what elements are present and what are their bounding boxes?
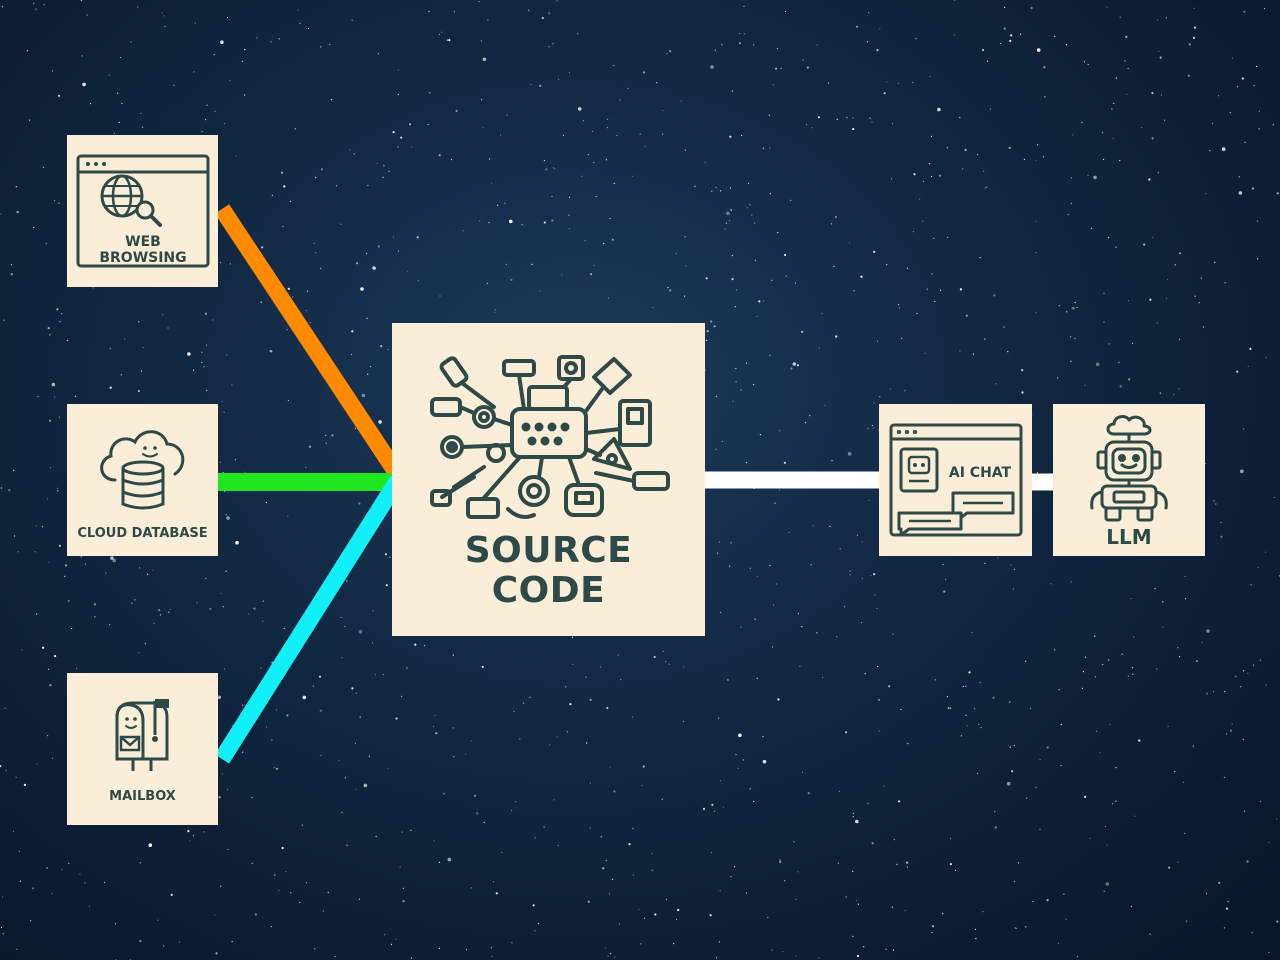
web-browsing-line2: BROWSING xyxy=(99,250,186,266)
llm-label: LLM xyxy=(1106,525,1152,549)
source-code-line2: CODE xyxy=(491,569,606,611)
llm-node: LLM xyxy=(1053,404,1205,556)
mailbox-icon xyxy=(115,698,169,771)
globe-search-icon: WEB BROWSING xyxy=(76,154,209,268)
source-code-node: SOURCE CODE xyxy=(392,323,705,636)
mailbox-label: MAILBOX xyxy=(109,788,176,804)
ai-chat-node: AI CHAT xyxy=(879,404,1032,556)
cloud-database-label: CLOUD DATABASE xyxy=(77,525,208,541)
robot-icon xyxy=(1090,415,1168,522)
link-web-to-source xyxy=(214,204,408,483)
connectors-cluster-icon xyxy=(429,354,670,519)
cloud-database-icon xyxy=(99,429,184,509)
chat-window-icon: AI CHAT xyxy=(889,423,1022,537)
web-browsing-node: WEB BROWSING xyxy=(67,135,218,287)
link-mail-to-source xyxy=(214,475,406,764)
mailbox-node: MAILBOX xyxy=(67,673,218,825)
ai-chat-label: AI CHAT xyxy=(948,465,1011,481)
source-code-line1: SOURCE xyxy=(464,529,633,571)
web-browsing-line1: WEB xyxy=(125,234,161,250)
cloud-database-node: CLOUD DATABASE xyxy=(67,404,218,556)
